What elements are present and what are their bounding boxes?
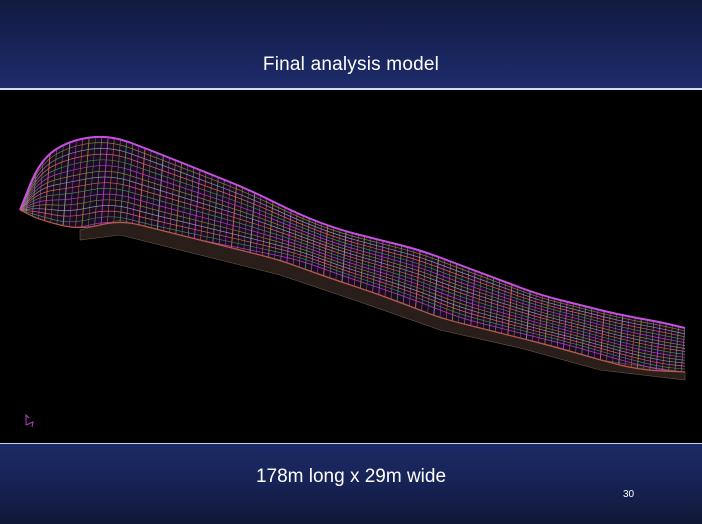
mesh-transverse-line [20, 136, 22, 372]
mesh-transverse-line [20, 136, 41, 372]
mesh-transverse-line [490, 136, 513, 372]
mesh-transverse-line [477, 136, 501, 372]
mesh-transverse-line [502, 136, 526, 372]
mesh-longitudinal-line [20, 205, 685, 364]
mesh-longitudinal-line [20, 199, 685, 361]
mesh-bottom-edge [19, 209, 686, 373]
mesh-transverse-line [433, 136, 457, 372]
mesh-transverse-line [20, 136, 28, 372]
mesh-longitudinal-line [20, 182, 685, 352]
mesh-surface [20, 136, 686, 381]
mesh-longitudinal-line [20, 142, 685, 332]
mesh-transverse-line [175, 136, 198, 372]
mesh-longitudinal-line [20, 165, 685, 344]
mesh-transverse-line [483, 136, 507, 372]
fea-model-viewport [0, 90, 702, 443]
footer-divider [0, 443, 702, 444]
mesh-transverse-line [20, 136, 35, 372]
mesh-transverse-line [452, 136, 476, 372]
mesh-longitudinal-line [20, 188, 685, 355]
mesh-longitudinal-line [20, 148, 685, 335]
mesh-transverse-line [0, 120, 15, 390]
header-divider [0, 88, 702, 90]
mesh-transverse-line [496, 136, 520, 372]
mesh-transverse-line [458, 136, 482, 372]
mesh-transverse-line [446, 136, 470, 372]
mesh-longitudinal-line [20, 209, 685, 370]
slide-header: Final analysis model [0, 0, 702, 90]
slide-caption: 178m long x 29m wide [255, 466, 447, 487]
mesh-transverse-line [471, 136, 495, 372]
wireframe-mesh-model [0, 120, 686, 428]
mesh-longitudinal-line [20, 209, 685, 372]
axis-triad-icon [25, 413, 34, 428]
mesh-longitudinal-line [20, 209, 685, 367]
page-number: 30 [623, 489, 635, 500]
mesh-longitudinal-line [20, 170, 685, 346]
mesh-longitudinal-line [20, 153, 685, 338]
mesh-transverse-line [679, 136, 685, 372]
mesh-top-edge [19, 135, 686, 329]
mesh-longitudinal-line [20, 193, 685, 358]
mesh-transverse-line [30, 136, 54, 372]
mesh-longitudinal-line [20, 176, 685, 349]
mesh-longitudinal-line [20, 159, 685, 341]
mesh-transverse-line [465, 136, 488, 372]
slide-footer: 178m long x 29m wide 30 [0, 444, 702, 524]
slide-title: Final analysis model [262, 54, 440, 75]
mesh-transverse-line [440, 136, 463, 372]
